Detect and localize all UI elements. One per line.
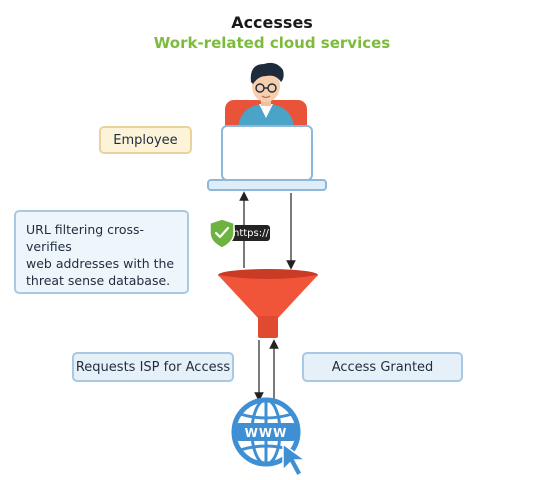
- employee-person-icon: [225, 62, 307, 134]
- filter-note-line-2: web addresses with the: [26, 256, 175, 271]
- https-label: https://: [233, 228, 269, 239]
- diagram-subtitle: Work-related cloud services: [153, 34, 391, 52]
- www-label: WWW: [245, 426, 288, 440]
- cursor-icon: [282, 442, 308, 478]
- access-granted-box: Access Granted: [302, 352, 463, 382]
- www-globe-icon: [231, 397, 301, 467]
- filter-note-line-3: threat sense database.: [26, 273, 171, 288]
- filter-note-line-1: URL filtering cross-verifies: [26, 222, 145, 254]
- url-filter-note: URL filtering cross-verifies web address…: [14, 210, 189, 294]
- shield-check-icon: [209, 218, 235, 249]
- laptop-icon: [207, 125, 327, 191]
- request-access-box: Requests ISP for Access: [72, 352, 234, 382]
- funnel-filter-icon: [218, 269, 318, 338]
- https-bar: [226, 225, 270, 241]
- access-granted-label: Access Granted: [331, 359, 434, 375]
- diagram-title: Accesses: [231, 13, 313, 32]
- request-access-label: Requests ISP for Access: [75, 359, 231, 375]
- employee-label: Employee: [113, 132, 178, 148]
- employee-label-box: Employee: [99, 126, 192, 154]
